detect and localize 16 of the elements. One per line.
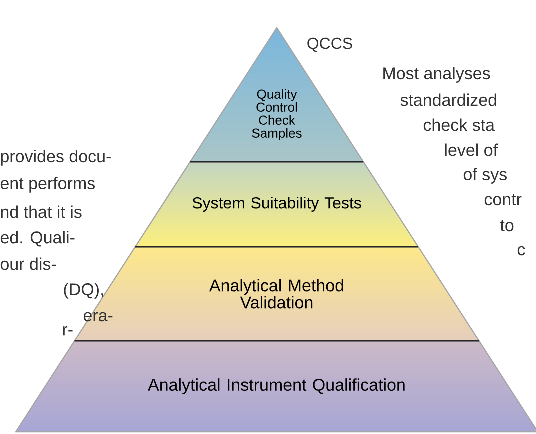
paragraph-line: our dis- xyxy=(0,258,56,270)
paragraph-line: nd that it is xyxy=(1,206,82,218)
paragraph-line: contr xyxy=(484,194,522,206)
paragraph-line: provides docu- xyxy=(1,150,111,166)
paragraph-line: to xyxy=(500,220,514,232)
paragraph-line: level of xyxy=(445,144,498,156)
paragraph-line: era- xyxy=(84,312,113,322)
paragraph-line: c xyxy=(518,246,526,256)
paragraph-line: check sta xyxy=(424,118,495,132)
paragraph-line: r- xyxy=(63,326,73,336)
paragraph-line: Most analyses xyxy=(384,67,490,83)
paragraph-line: of sys xyxy=(464,168,507,184)
paragraph-line: ed. Quali- xyxy=(0,231,75,247)
paragraph-line: standardized xyxy=(400,94,496,106)
heading: QCCS xyxy=(308,38,352,52)
paragraph-line: ent performs xyxy=(0,177,95,193)
